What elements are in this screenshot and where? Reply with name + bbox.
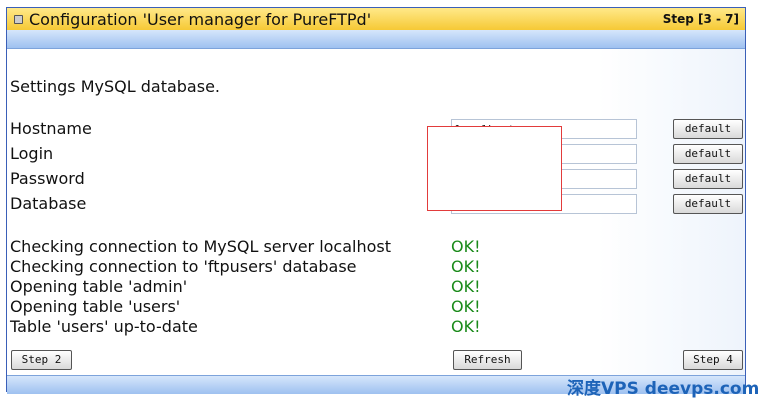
section-heading: Settings MySQL database. bbox=[10, 77, 220, 96]
window-title: Configuration 'User manager for PureFTPd… bbox=[29, 10, 372, 29]
hostname-default-button[interactable]: default bbox=[673, 119, 743, 139]
check-message: Checking connection to 'ftpusers' databa… bbox=[10, 257, 357, 276]
footer-band bbox=[7, 375, 745, 394]
redaction-box bbox=[427, 126, 562, 211]
step-indicator: Step [3 - 7] bbox=[662, 12, 739, 26]
watermark: 深度VPS deevps.com bbox=[567, 379, 760, 399]
check-status: OK! bbox=[451, 257, 481, 276]
database-default-button[interactable]: default bbox=[673, 194, 743, 214]
check-status: OK! bbox=[451, 297, 481, 316]
password-default-button[interactable]: default bbox=[673, 169, 743, 189]
window-icon bbox=[14, 15, 23, 24]
password-label: Password bbox=[10, 169, 85, 188]
check-message: Checking connection to MySQL server loca… bbox=[10, 237, 392, 256]
login-label: Login bbox=[10, 144, 54, 163]
login-default-button[interactable]: default bbox=[673, 144, 743, 164]
step-2-button[interactable]: Step 2 bbox=[11, 350, 72, 370]
check-status: OK! bbox=[451, 237, 481, 256]
check-status: OK! bbox=[451, 317, 481, 336]
title-bar: Configuration 'User manager for PureFTPd… bbox=[7, 8, 745, 31]
check-status: OK! bbox=[451, 277, 481, 296]
content-area: Settings MySQL database. Hostname defaul… bbox=[7, 49, 745, 375]
config-window: Configuration 'User manager for PureFTPd… bbox=[6, 7, 746, 394]
hostname-label: Hostname bbox=[10, 119, 92, 138]
check-message: Opening table 'users' bbox=[10, 297, 181, 316]
step-4-button[interactable]: Step 4 bbox=[683, 350, 743, 370]
check-message: Opening table 'admin' bbox=[10, 277, 188, 296]
check-message: Table 'users' up-to-date bbox=[10, 317, 198, 336]
refresh-button[interactable]: Refresh bbox=[453, 350, 522, 370]
database-label: Database bbox=[10, 194, 87, 213]
header-band bbox=[7, 30, 745, 49]
